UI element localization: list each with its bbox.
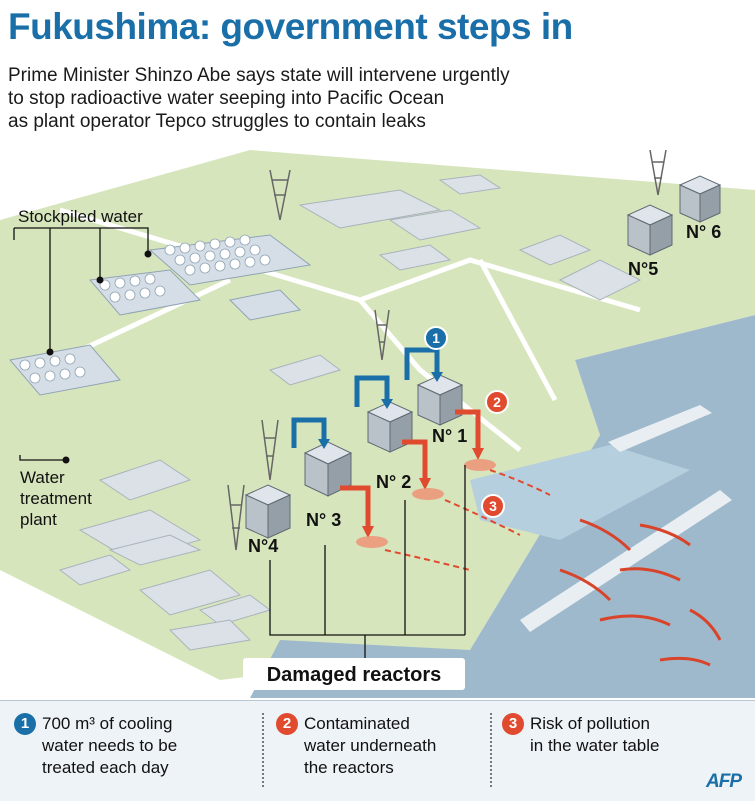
legend-separator	[262, 713, 264, 787]
subtitle: Prime Minister Shinzo Abe says state wil…	[8, 64, 510, 133]
sea-pollution-arrow	[559, 518, 722, 667]
water-treatment-label: Water	[20, 468, 65, 487]
subtitle-line: Prime Minister Shinzo Abe says state wil…	[8, 65, 510, 86]
legend-text: 700 m³ of cooling water needs to be trea…	[42, 713, 177, 779]
plant-map: 1 2 3 N° 1 N° 2 N° 3 N°4 N°5 N° 6 Stockp…	[0, 150, 755, 698]
legend-line: the reactors	[304, 758, 394, 777]
legend: 1 700 m³ of cooling water needs to be tr…	[0, 700, 755, 801]
pollution-path	[384, 469, 551, 571]
legend-line: in the water table	[530, 736, 660, 755]
marker-3: 3	[481, 494, 505, 518]
svg-text:3: 3	[489, 498, 497, 514]
legend-number: 3	[502, 713, 524, 735]
breakwater	[608, 405, 712, 452]
marker-1: 1	[424, 326, 448, 350]
tank-grid	[19, 234, 271, 384]
reactor-label-1: N° 1	[432, 426, 467, 446]
leak-arrow	[340, 409, 481, 528]
water-treatment-label: plant	[20, 510, 57, 529]
legend-line: Contaminated	[304, 714, 410, 733]
legend-text: Contaminated water underneath the reacto…	[304, 713, 436, 779]
reactor-label-2: N° 2	[376, 472, 411, 492]
callout-lines	[13, 227, 466, 660]
leak-arrowheads	[362, 448, 484, 538]
damaged-reactors-box	[243, 658, 465, 690]
cooling-arrowheads	[318, 372, 443, 449]
legend-line: water underneath	[304, 736, 437, 755]
reactor-label-6: N° 6	[686, 222, 721, 242]
plant-buildings	[58, 174, 642, 651]
sea	[250, 315, 755, 698]
subtitle-line: to stop radioactive water seeping into P…	[8, 88, 445, 109]
cooling-water-arrow	[291, 347, 440, 448]
reactor-label-5: N°5	[628, 259, 658, 279]
legend-line: Risk of pollution	[530, 714, 651, 733]
breakwater	[520, 490, 732, 632]
reactor-label-3: N° 3	[306, 510, 341, 530]
svg-text:2: 2	[493, 394, 501, 410]
legend-text: Risk of pollution in the water table	[530, 713, 659, 757]
harbour	[470, 445, 690, 540]
legend-line: 700 m³ of cooling	[42, 714, 173, 733]
legend-line: water needs to be	[42, 736, 178, 755]
legend-separator	[490, 713, 492, 787]
page-title: Fukushima: government steps in	[8, 6, 573, 47]
afp-logo: AFP	[706, 771, 742, 792]
subtitle-line: as plant operator Tepco struggles to con…	[8, 111, 426, 132]
stockpiled-water-label: Stockpiled water	[18, 207, 143, 226]
pylon-icon	[227, 150, 667, 551]
water-treatment-label: treatment	[20, 489, 92, 508]
legend-number: 1	[14, 713, 36, 735]
legend-number: 2	[276, 713, 298, 735]
contaminated-pool	[356, 459, 496, 548]
svg-text:1: 1	[432, 330, 440, 346]
legend-line: treated each day	[42, 758, 169, 777]
marker-2: 2	[485, 390, 509, 414]
damaged-reactors-label: Damaged reactors	[267, 664, 442, 686]
callout-dots	[46, 250, 152, 464]
reactor-label-4: N°4	[248, 536, 278, 556]
reactor-buildings	[244, 175, 722, 539]
